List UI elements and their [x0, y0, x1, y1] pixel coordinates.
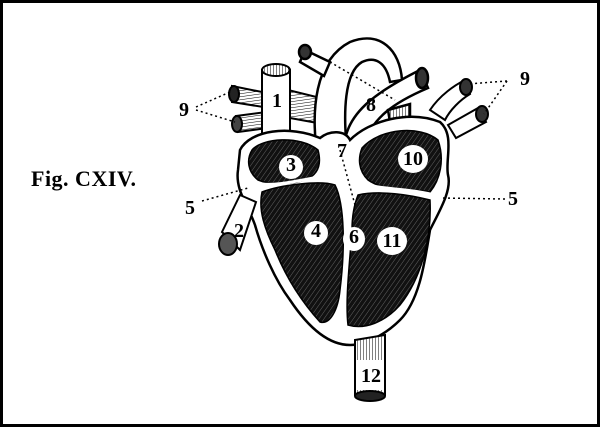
label-septum: 6	[343, 227, 365, 251]
label-valve-right: 5	[508, 188, 518, 210]
label-valve-left: 5	[185, 197, 195, 219]
label-pulmonary-veins-right: 9	[520, 68, 530, 90]
left-ventricle	[346, 192, 431, 328]
label-right-atrium: 3	[279, 155, 303, 179]
label-pulmonary-artery: 8	[366, 94, 376, 116]
label-right-ventricle: 4	[304, 221, 328, 245]
tricuspid-valve	[257, 174, 326, 186]
mitral-valve	[361, 182, 439, 198]
pulmonary-veins-right	[428, 78, 489, 140]
inferior-vena-cava	[218, 193, 258, 256]
descending-aorta	[354, 333, 386, 402]
label-descending-aorta: 12	[361, 365, 381, 387]
right-ventricle	[260, 182, 344, 324]
label-pulmonary-veins-left: 9	[179, 99, 189, 121]
label-aorta: 7	[337, 140, 347, 162]
label-left-ventricle: 11	[377, 227, 407, 255]
label-superior-vena-cava: 1	[272, 90, 282, 112]
leader-lines	[195, 61, 508, 206]
figure-title: Fig. CXIV.	[31, 166, 137, 191]
label-left-atrium: 10	[398, 145, 428, 173]
heart-diagram	[195, 37, 508, 402]
label-inferior-vena-cava: 2	[234, 220, 244, 242]
superior-vena-cava	[261, 63, 291, 136]
